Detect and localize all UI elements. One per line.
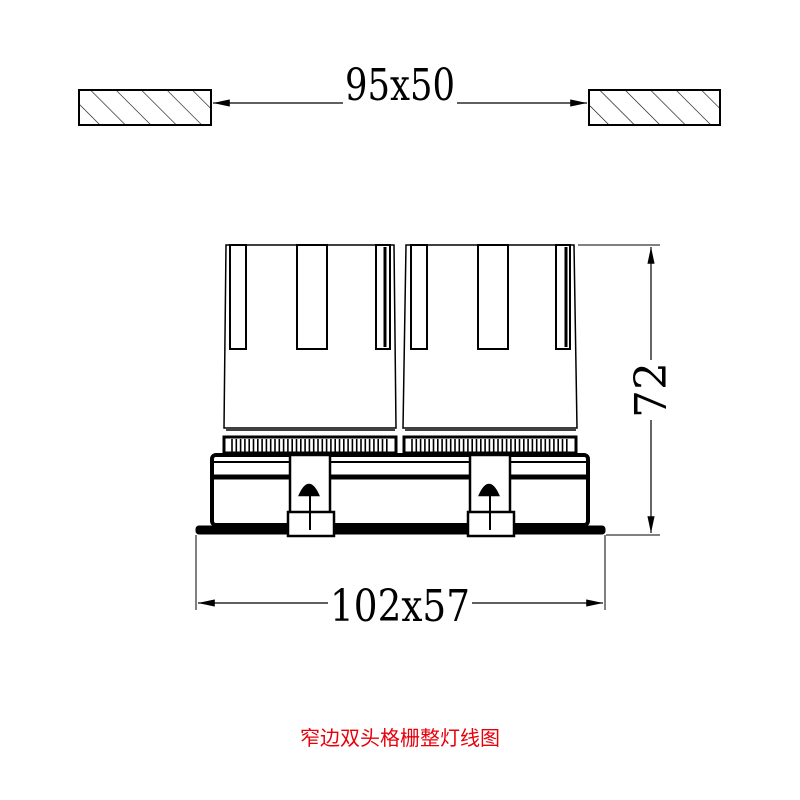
lamp-head-right [402,244,578,455]
cutout-dimension-label: 95x50 [345,60,455,111]
luminaire [195,244,606,538]
height-dimension-label: 72 [626,362,677,418]
drawing-caption: 窄边双头格栅整灯线图 [300,726,500,750]
ceiling-section-right [588,89,721,126]
height-dimension: 72 [578,244,677,536]
heat-sink-fins [231,439,568,452]
ceiling-section-left [78,89,212,126]
overall-dimension-label: 102x57 [330,581,470,632]
overall-dimension: 102x57 [195,535,606,632]
spring-clip-left [286,453,336,538]
frame-body [210,453,590,527]
cutout-dimension: 95x50 [78,60,721,126]
spring-clip-right [466,453,516,538]
lamp-head-left [222,244,398,455]
trim-flange [195,525,606,535]
